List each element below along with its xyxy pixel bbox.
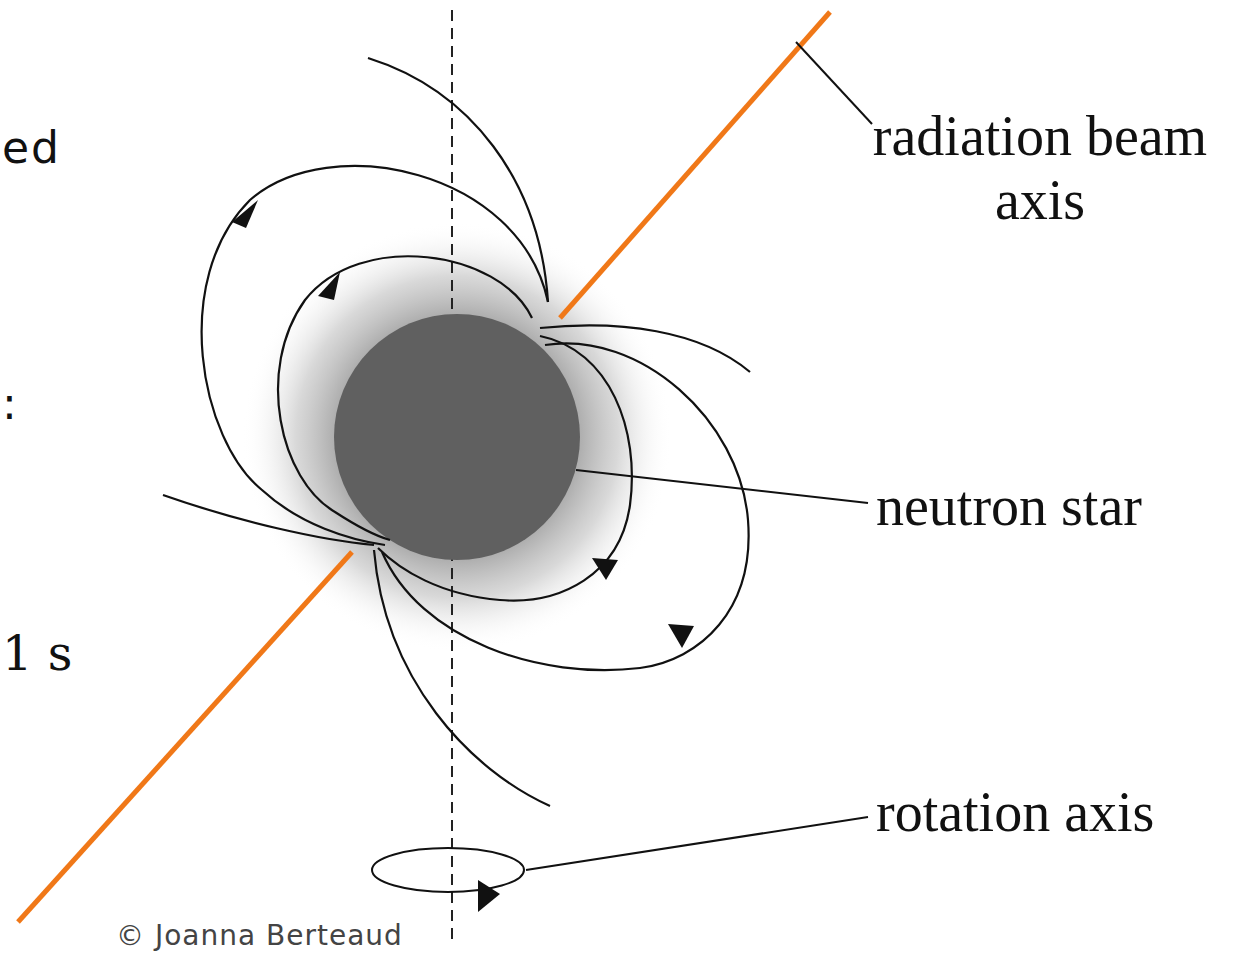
field-line xyxy=(163,495,374,545)
field-line xyxy=(368,58,548,302)
field-line xyxy=(374,550,550,806)
copyright-note: © Joanna Berteaud xyxy=(116,920,403,952)
field-line xyxy=(202,166,548,545)
cut-off-text: : xyxy=(2,378,17,429)
arrowhead xyxy=(232,200,258,228)
field-line xyxy=(278,256,532,540)
field-line xyxy=(378,336,632,601)
arrowhead xyxy=(592,558,618,580)
leader-line xyxy=(576,470,868,503)
leader-line xyxy=(526,817,868,870)
part-label: rotation axis xyxy=(876,780,1154,844)
radiation-beam xyxy=(18,552,352,922)
star-glow xyxy=(242,222,672,652)
neutron-star-body xyxy=(334,314,580,560)
field-lines xyxy=(163,58,750,806)
arrowhead xyxy=(668,624,694,648)
field-arrowheads xyxy=(232,200,694,648)
field-line xyxy=(540,325,750,372)
part-label: radiation beam axis xyxy=(850,104,1230,232)
radiation-beam xyxy=(560,12,830,318)
cut-off-text: 1 s xyxy=(2,626,72,681)
cut-off-text: ed xyxy=(2,122,61,173)
leader-line xyxy=(796,42,872,124)
field-line xyxy=(382,343,749,670)
part-label: neutron star xyxy=(876,474,1142,538)
rotation-ellipse xyxy=(372,848,524,892)
rotation-arrowhead xyxy=(478,880,500,912)
arrowhead xyxy=(318,272,340,300)
